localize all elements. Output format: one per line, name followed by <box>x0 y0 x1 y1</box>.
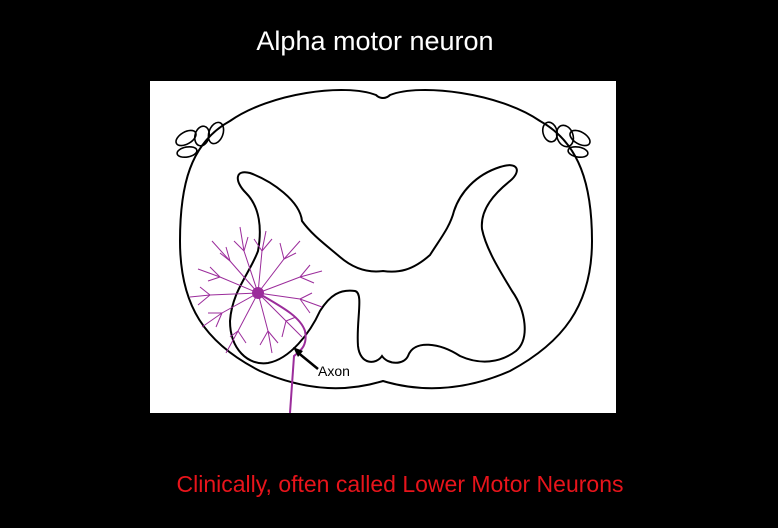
gray-matter-outline <box>228 164 526 365</box>
axon-label: Axon <box>318 363 350 379</box>
neuron-dendrites <box>189 226 323 354</box>
axon-arrowhead <box>293 347 303 357</box>
spinal-cord-diagram: Axon <box>175 89 594 413</box>
left-rootlets <box>175 121 225 159</box>
slide-title: Alpha motor neuron <box>256 26 494 56</box>
slide-caption: Clinically, often called Lower Motor Neu… <box>176 471 624 497</box>
spinal-cord-figure: Axon <box>150 81 616 413</box>
right-rootlets <box>541 121 591 159</box>
spinal-cord-outline <box>178 89 594 390</box>
